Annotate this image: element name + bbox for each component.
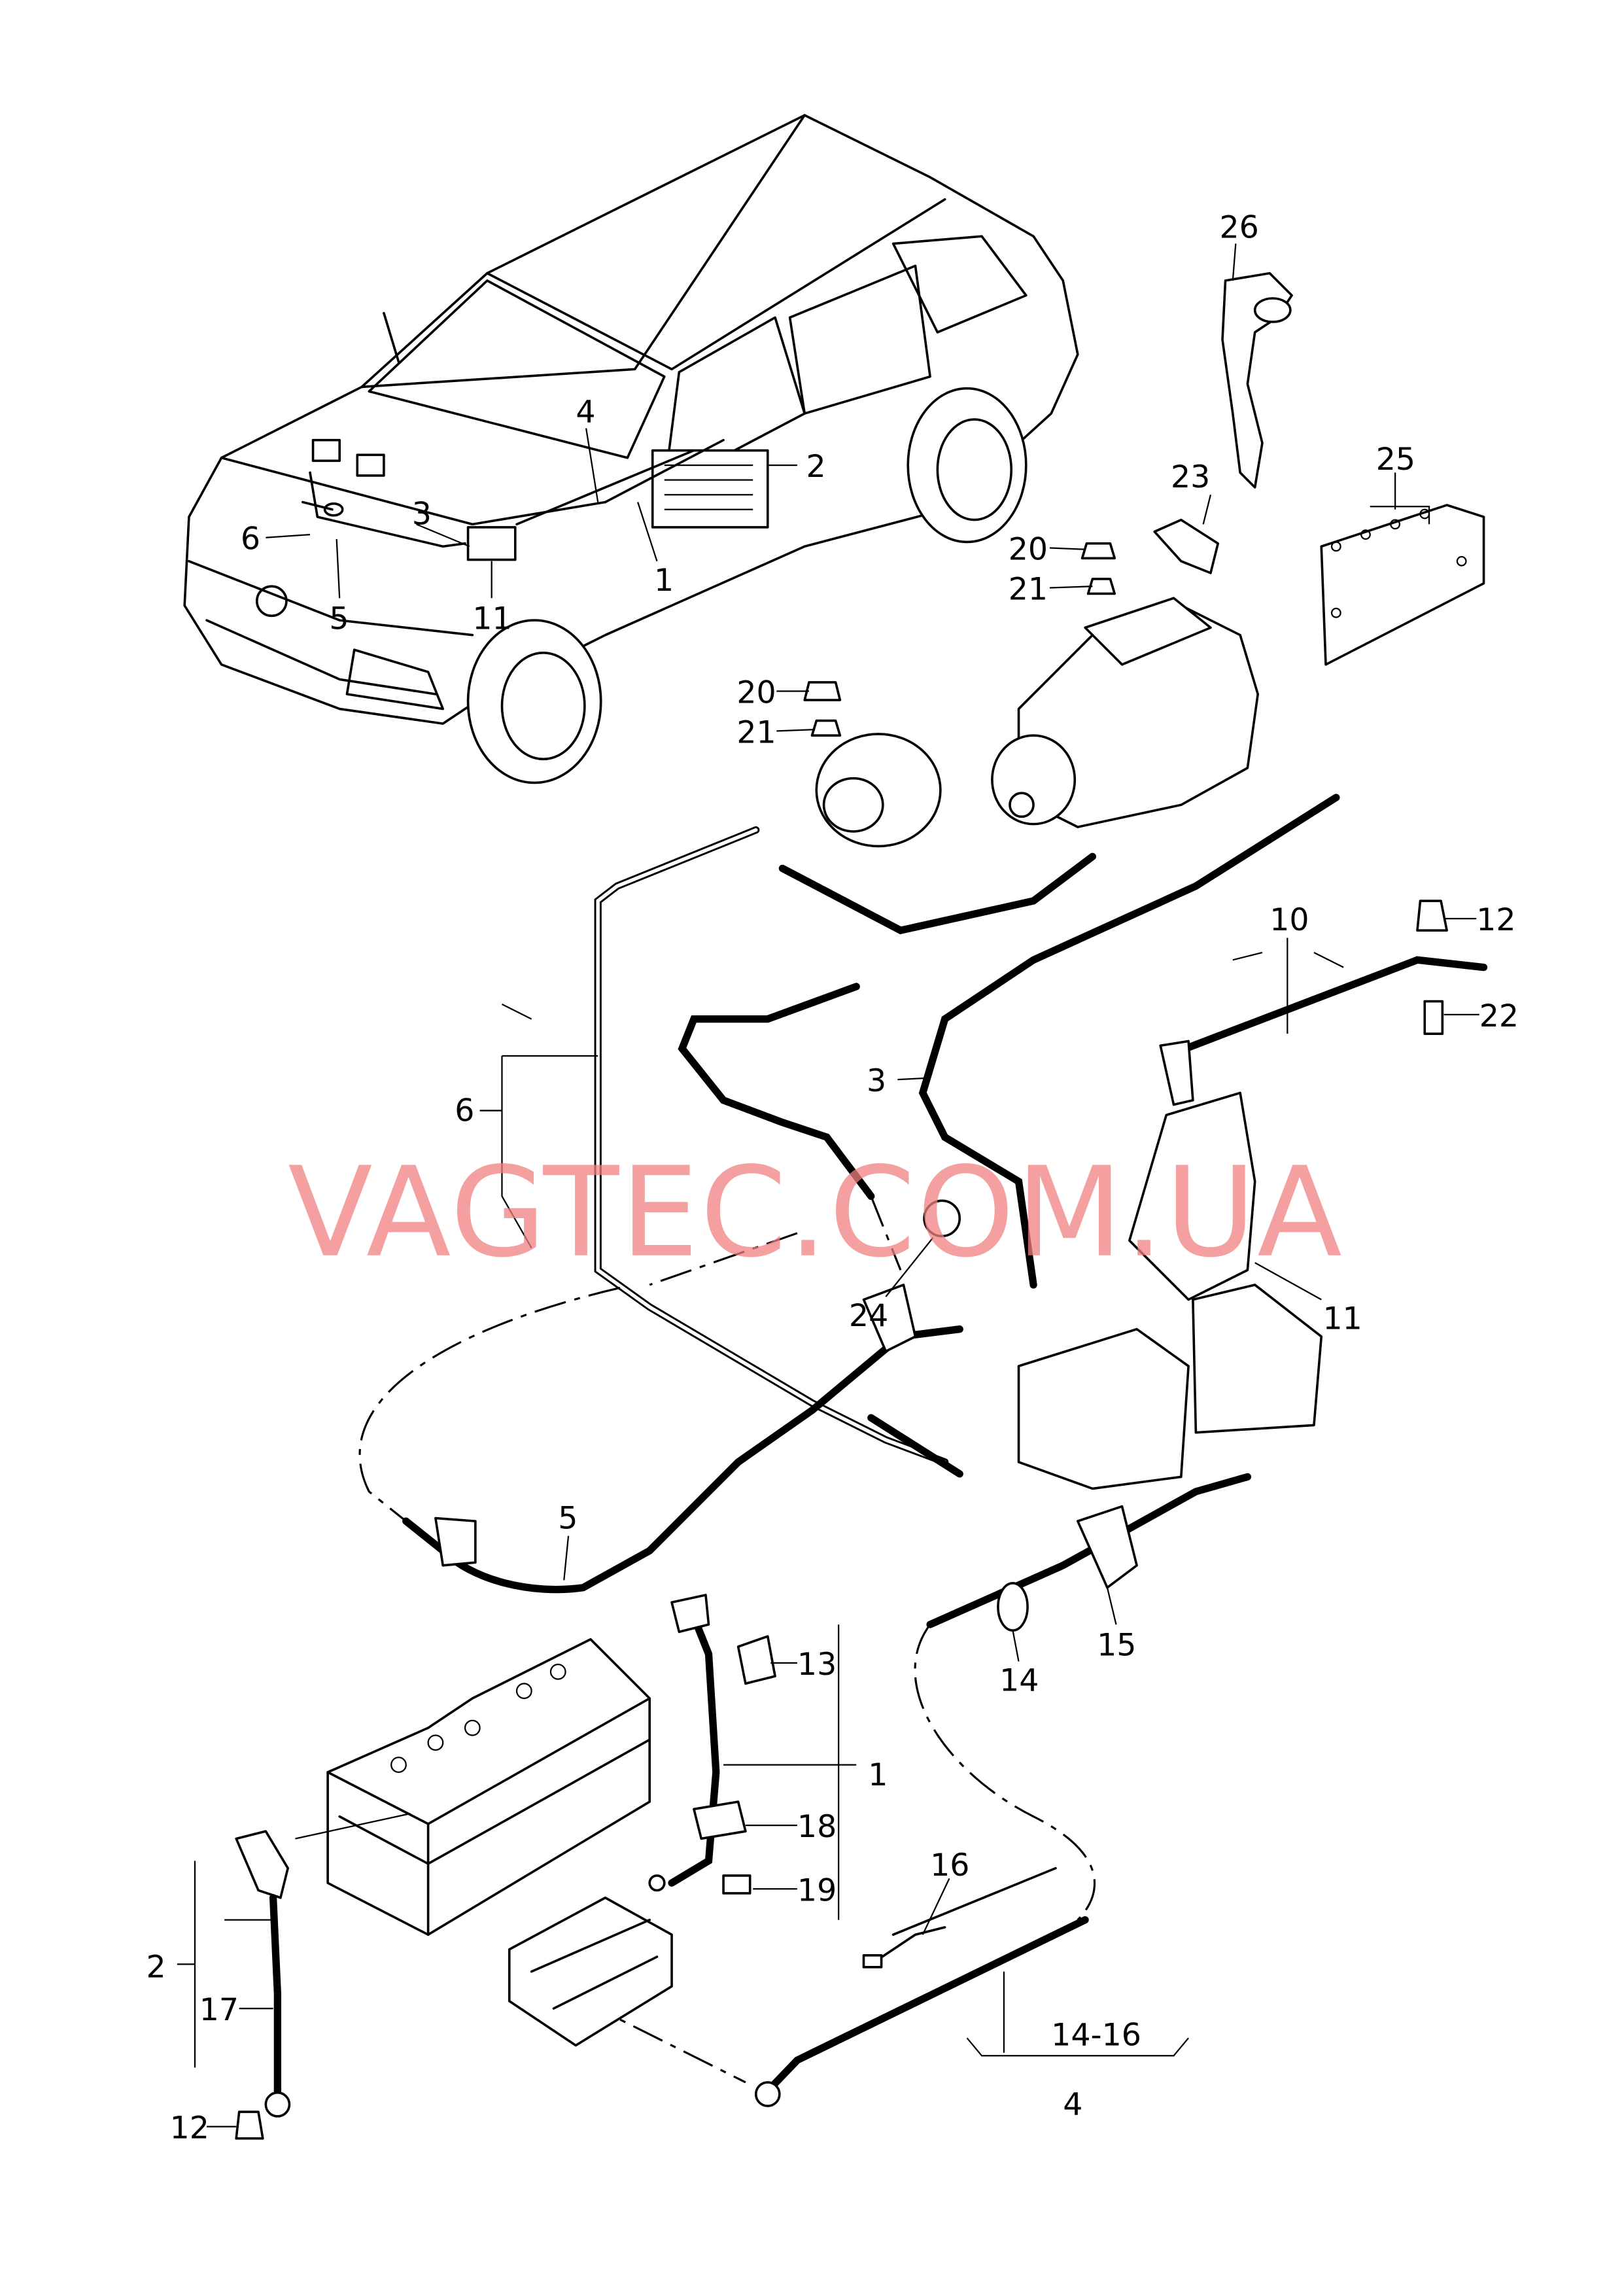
callout-21: 21 (1009, 572, 1048, 608)
callout-3: 3 (867, 1063, 886, 1099)
watermark: VAGTEC.COM.UA (288, 1140, 1343, 1285)
callout-2: 2 (806, 449, 825, 485)
cable-1 (648, 1594, 776, 1895)
callout-1: 1 (868, 1757, 888, 1793)
leader-lines (177, 243, 1479, 2128)
callout-14: 14 (999, 1663, 1039, 1699)
callout-11: 11 (1323, 1301, 1362, 1337)
callout-26: 26 (1220, 209, 1259, 245)
callout-22: 22 (1479, 998, 1519, 1034)
callout-12: 12 (170, 2111, 209, 2146)
callout-15: 15 (1097, 1628, 1136, 1664)
fuse-box-11 (1017, 1091, 1323, 1490)
callout-24: 24 (849, 1298, 888, 1334)
battery-tray (508, 1896, 673, 2047)
cable-4 (582, 1473, 1252, 2107)
callout-21: 21 (736, 714, 776, 750)
callout-4: 4 (1063, 2087, 1082, 2123)
callout-5: 5 (558, 1500, 578, 1536)
grommet-24 (923, 1199, 961, 1238)
callout-2: 2 (146, 1950, 165, 1986)
callout-6: 6 (455, 1093, 474, 1129)
nut-20-21-upper (1080, 542, 1116, 595)
battery (326, 1638, 651, 1936)
callout-10: 10 (1270, 902, 1309, 938)
vehicle-illustration (183, 114, 1079, 784)
cable-2 (235, 1830, 291, 2140)
callout-6: 6 (241, 521, 260, 557)
callout-19: 19 (797, 1872, 837, 1908)
bracket-26 (1221, 272, 1293, 489)
cable-6 (594, 826, 949, 1466)
callout-16: 16 (930, 1848, 969, 1883)
shield-plate-25 (1320, 504, 1485, 666)
nut-20-21-lower (803, 681, 842, 737)
callout-20: 20 (736, 675, 776, 711)
cable-5 (358, 1284, 963, 1594)
callout-labels: 26 25 23 20 21 20 21 4 2 3 6 5 11 1 10 1… (146, 209, 1519, 2146)
callout-5: 5 (329, 601, 349, 637)
callout-12: 12 (1476, 902, 1515, 938)
cable-10 (1159, 956, 1488, 1106)
bolt-12-22 (1416, 900, 1448, 1035)
callout-11: 11 (472, 601, 511, 637)
cable-3 (678, 794, 1340, 1289)
cable-tie-16 (862, 1866, 1057, 1969)
callout-23: 23 (1171, 459, 1210, 495)
callout-18: 18 (797, 1809, 837, 1845)
callout-4: 4 (576, 394, 595, 430)
callout-20: 20 (1009, 532, 1048, 568)
callout-1: 1 (654, 563, 674, 599)
callout-25: 25 (1376, 442, 1415, 478)
callout-3: 3 (412, 496, 432, 532)
callout-13: 13 (797, 1647, 837, 1683)
alternator-connector (815, 733, 942, 848)
starter-motor (991, 597, 1260, 828)
callout-14-16: 14-16 (1051, 2017, 1141, 2053)
callout-17: 17 (199, 1992, 239, 2028)
cap-23 (1153, 518, 1220, 574)
